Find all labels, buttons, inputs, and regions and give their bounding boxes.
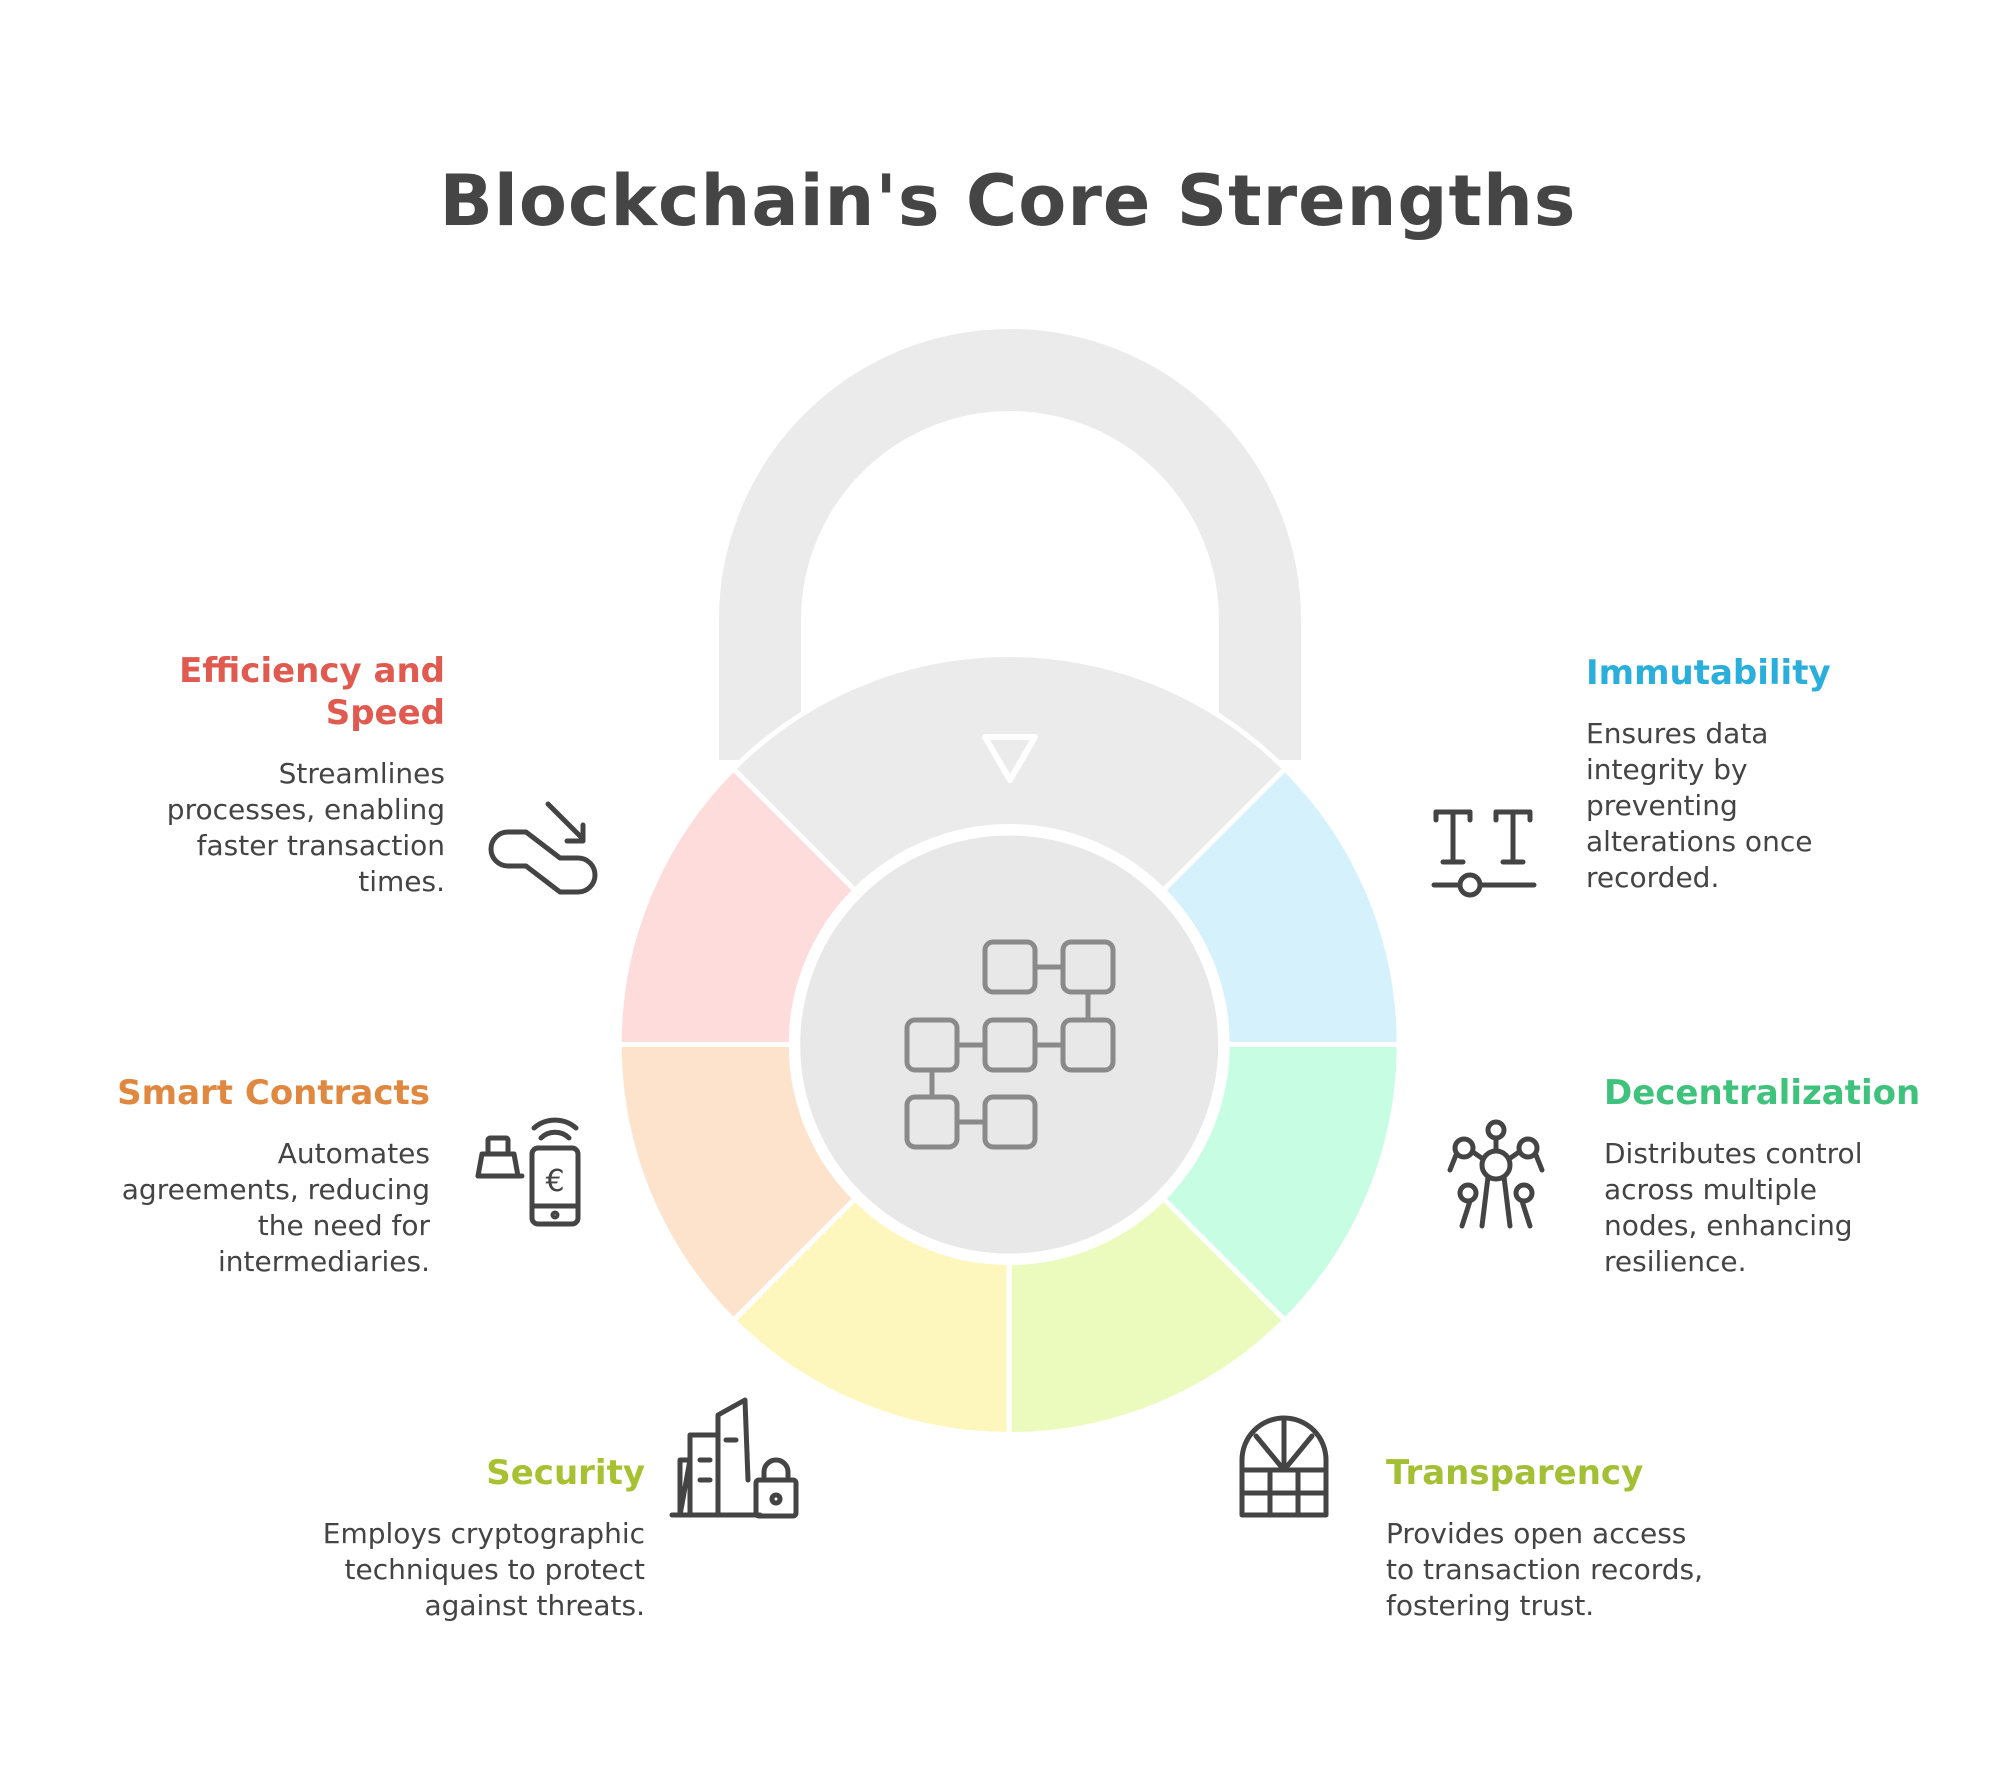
segment-smart-contracts xyxy=(616,1042,859,1324)
immutability-block: Immutability Ensures data integrity by p… xyxy=(1586,652,1866,896)
segment-ring xyxy=(616,652,1402,1438)
immutability-title: Immutability xyxy=(1586,653,1831,693)
security-description: Employs cryptographic techniques to prot… xyxy=(322,1517,645,1622)
transparency-title: Transparency xyxy=(1386,1453,1644,1493)
segment-security xyxy=(729,1195,1012,1438)
svg-text:€: € xyxy=(545,1164,564,1199)
escalator-icon xyxy=(488,801,598,895)
smart-contracts-description: Automates agreements, reducing the need … xyxy=(121,1137,430,1278)
segment-efficiency xyxy=(616,765,859,1047)
padlock-shackle xyxy=(719,329,1301,760)
center-circle xyxy=(794,829,1225,1260)
window-icon xyxy=(1239,1415,1329,1518)
segment-transparency xyxy=(1006,1195,1289,1438)
efficiency-description: Streamlines processes, enabling faster t… xyxy=(166,757,445,898)
security-block: Security Employs cryptographic technique… xyxy=(320,1452,645,1624)
page-title: Blockchain's Core Strengths xyxy=(439,160,1577,242)
transparency-description: Provides open access to transaction reco… xyxy=(1386,1517,1704,1622)
text-lock-icon xyxy=(1431,809,1537,898)
decentralization-title: Decentralization xyxy=(1604,1073,1921,1113)
segment-decentralization xyxy=(1159,1042,1402,1324)
segment-immutability xyxy=(1159,765,1402,1047)
decentralization-block: Decentralization Distributes control acr… xyxy=(1604,1072,1921,1280)
smart-contracts-title: Smart Contracts xyxy=(117,1073,430,1113)
efficiency-title: Efficiency and Speed xyxy=(179,651,445,733)
segment-top xyxy=(729,652,1289,894)
triangle-down-icon xyxy=(982,734,1038,783)
blockchain-icon xyxy=(904,939,1116,1150)
buildings-lock-icon xyxy=(669,1397,799,1519)
security-title: Security xyxy=(486,1453,645,1493)
efficiency-block: Efficiency and Speed Streamlines process… xyxy=(150,650,445,900)
network-tower-icon xyxy=(1447,1119,1545,1229)
transparency-block: Transparency Provides open access to tra… xyxy=(1386,1452,1716,1624)
decentralization-description: Distributes control across multiple node… xyxy=(1604,1137,1863,1278)
immutability-description: Ensures data integrity by preventing alt… xyxy=(1586,717,1813,894)
mobile-payment-icon: € xyxy=(475,1117,581,1227)
smart-contracts-block: Smart Contracts Automates agreements, re… xyxy=(100,1072,430,1280)
